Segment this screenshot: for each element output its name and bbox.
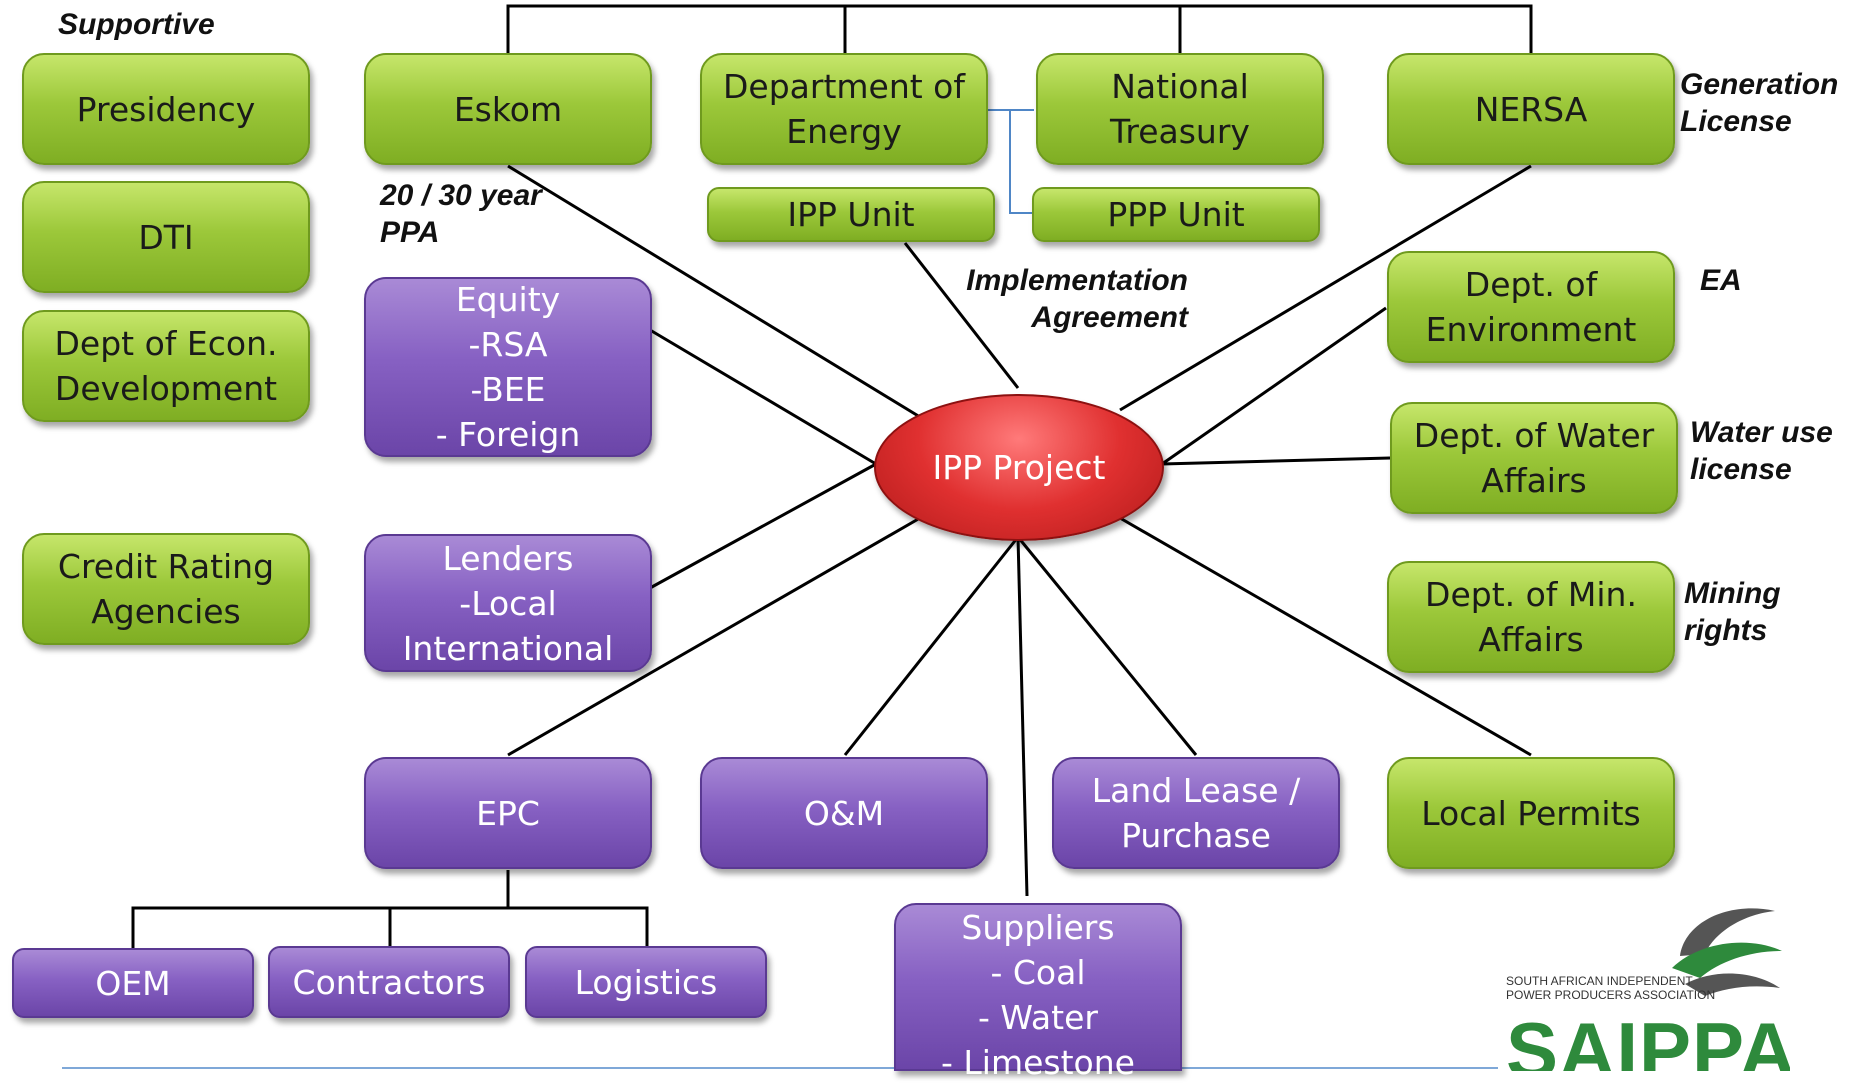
doe-ppp-bracket <box>988 109 1032 214</box>
node-min: Dept. of Min. Affairs <box>1387 561 1675 673</box>
saippa-leaf-icon <box>1672 908 1782 996</box>
spoke-environment <box>1161 306 1387 466</box>
hub-ipp-project: IPP Project <box>874 394 1164 541</box>
node-lenders: Lenders -Local International <box>364 534 652 672</box>
logo-wordmark: SAIPPA <box>1506 1006 1790 1071</box>
node-equity: Equity -RSA -BEE - Foreign <box>364 277 652 457</box>
node-eskom: Eskom <box>364 53 652 165</box>
node-local-permits: Local Permits <box>1387 757 1675 869</box>
note-generation: Generation License <box>1680 68 1839 138</box>
node-dti: DTI <box>22 181 310 293</box>
node-credit-rating: Credit Rating Agencies <box>22 533 310 645</box>
spoke-om <box>843 536 1020 756</box>
node-suppliers: Suppliers - Coal - Water - Limestone <box>894 903 1182 1082</box>
spoke-ipp-unit <box>903 242 1020 389</box>
node-econ-dev: Dept of Econ. Development <box>22 310 310 422</box>
note-ea: EA <box>1700 264 1742 297</box>
spoke-lenders <box>649 462 877 590</box>
node-ipp-unit: IPP Unit <box>707 187 995 242</box>
node-oem: OEM <box>12 948 254 1018</box>
spoke-equity <box>649 328 877 466</box>
note-ppa: 20 / 30 year PPA <box>380 179 542 249</box>
saippa-logo: SOUTH AFRICAN INDEPENDENT POWER PRODUCER… <box>1500 896 1790 1071</box>
node-ppp-unit: PPP Unit <box>1032 187 1320 242</box>
spoke-eskom <box>507 164 921 419</box>
logo-subtitle: SOUTH AFRICAN INDEPENDENT POWER PRODUCER… <box>1506 974 1716 1002</box>
node-om: O&M <box>700 757 988 869</box>
note-supportive: Supportive <box>58 8 215 41</box>
node-environment: Dept. of Environment <box>1387 251 1675 363</box>
spoke-suppliers <box>1016 536 1029 897</box>
spoke-epc <box>507 516 921 757</box>
node-water: Dept. of Water Affairs <box>1390 402 1678 514</box>
node-treasury: National Treasury <box>1036 53 1324 165</box>
node-presidency: Presidency <box>22 53 310 165</box>
spoke-land <box>1016 536 1198 756</box>
node-doe: Department of Energy <box>700 53 988 165</box>
node-epc: EPC <box>364 757 652 869</box>
node-land: Land Lease / Purchase <box>1052 757 1340 869</box>
note-implementation: Implementation Agreement <box>966 264 1188 334</box>
note-water-use: Water use license <box>1690 416 1833 486</box>
node-nersa: NERSA <box>1387 53 1675 165</box>
spoke-local-permits <box>1119 516 1532 757</box>
node-logistics: Logistics <box>525 946 767 1018</box>
spoke-nersa <box>1119 164 1532 412</box>
spoke-water <box>1161 456 1391 466</box>
top-bracket-line <box>506 4 1533 55</box>
note-mining: Mining rights <box>1684 577 1781 647</box>
node-contractors: Contractors <box>268 946 510 1018</box>
